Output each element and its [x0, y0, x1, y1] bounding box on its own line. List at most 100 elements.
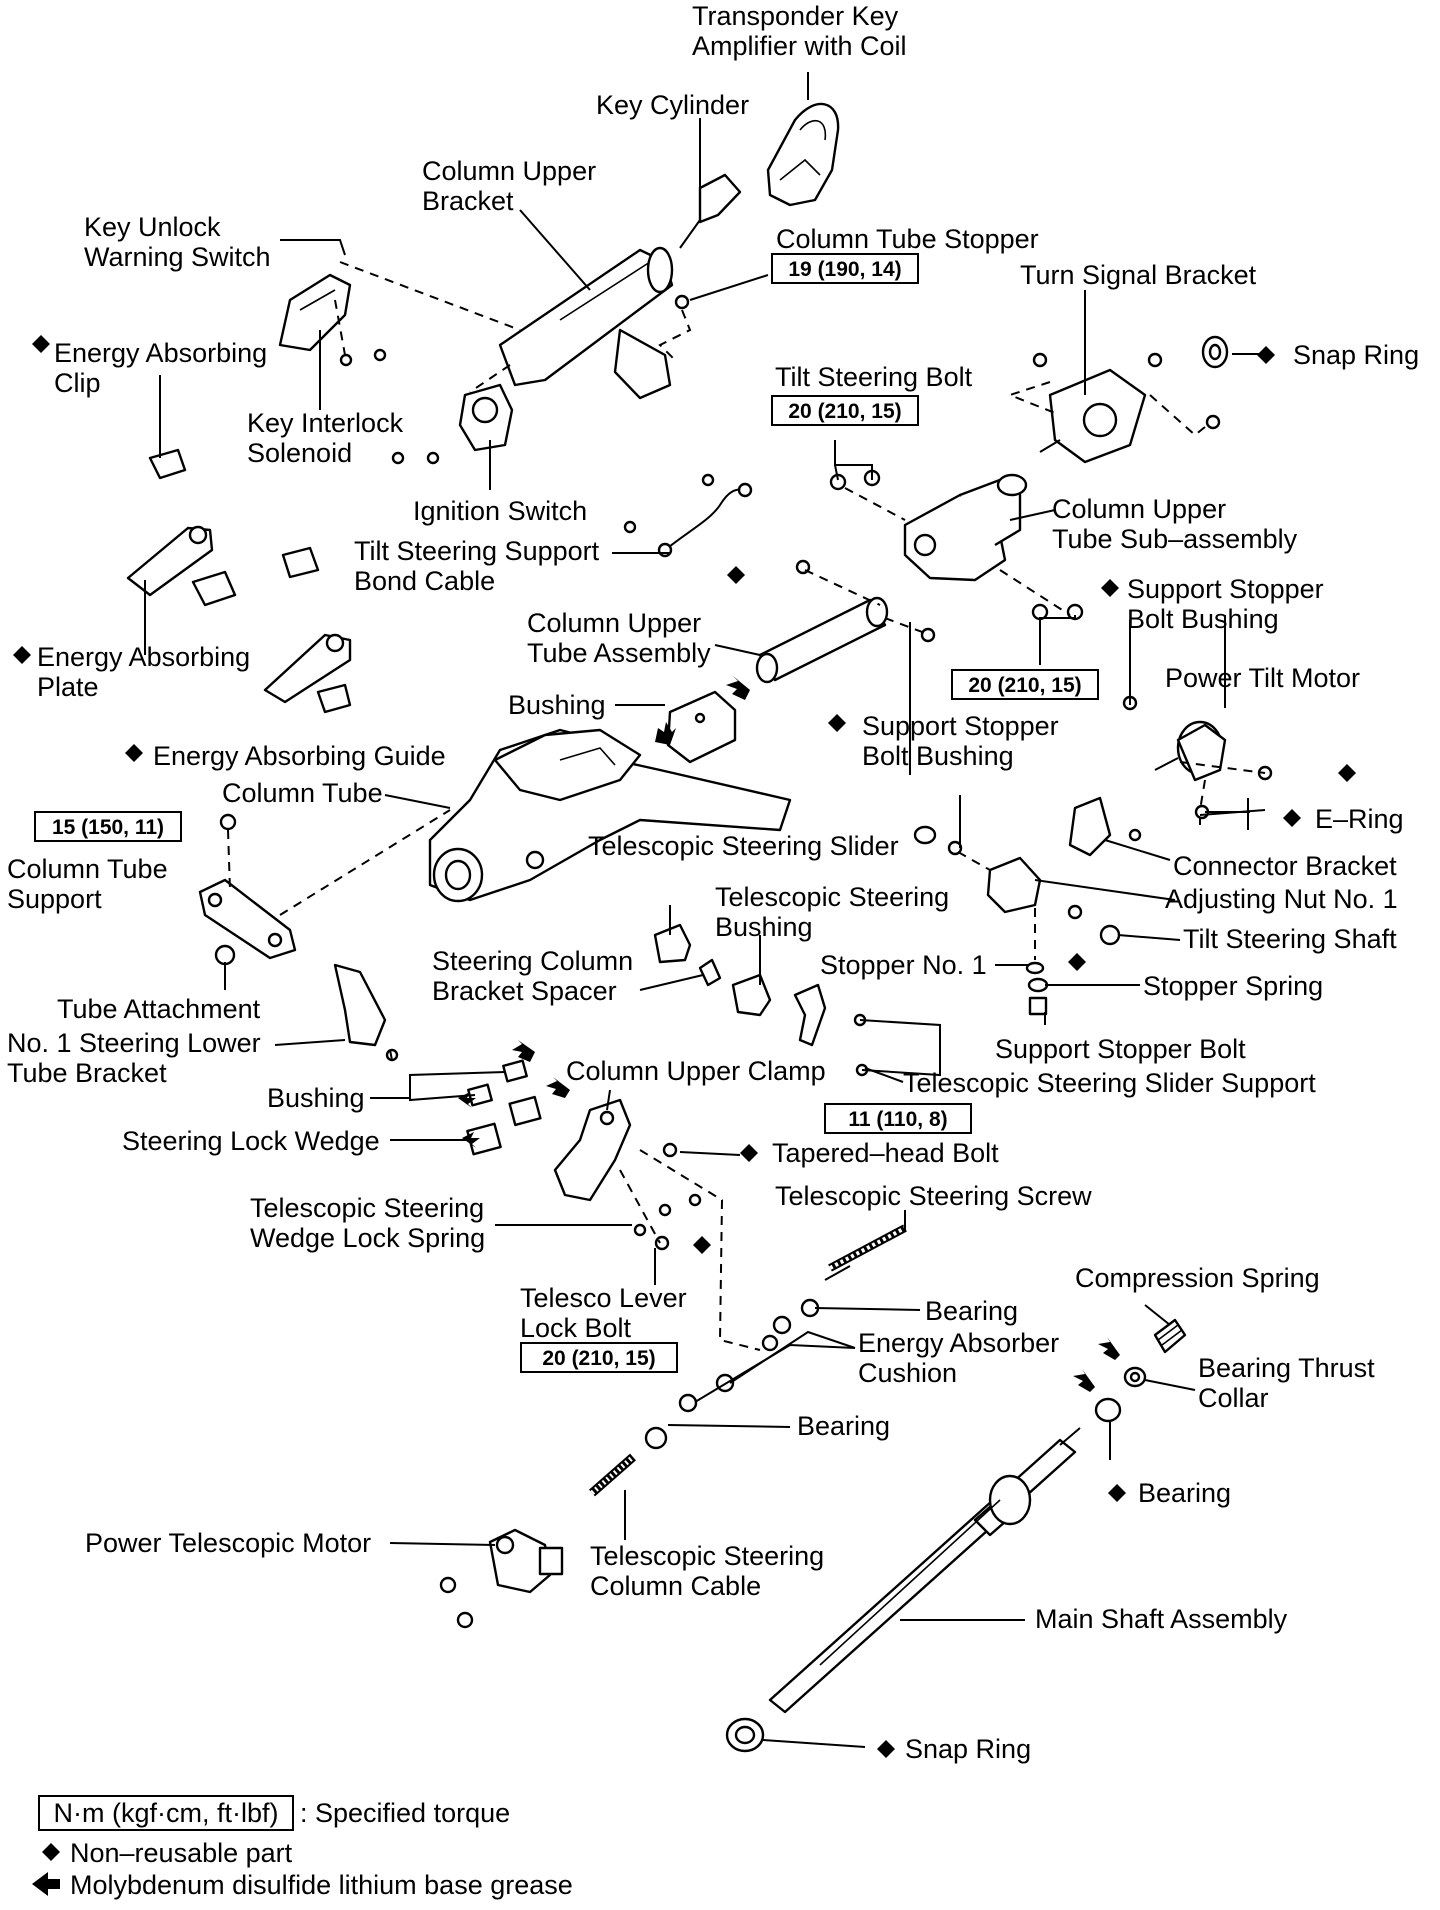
- label-stopper-spring: Stopper Spring: [1143, 971, 1323, 1001]
- label-column-cable-1: Telescopic Steering: [590, 1541, 824, 1571]
- label-key-interlock-1: Key Interlock: [247, 408, 404, 438]
- column-tube-support-part: [198, 809, 451, 960]
- label-support-stopper-right-1: Support Stopper: [1127, 574, 1324, 604]
- legend-grease-arrow-icon: [32, 1872, 60, 1896]
- main-shaft-part: [768, 1427, 1081, 1714]
- label-key-interlock-2: Solenoid: [247, 438, 352, 468]
- telescopic-screw-part: [824, 1224, 907, 1281]
- label-telescopic-slider: Telescopic Steering Slider: [588, 831, 899, 861]
- label-column-tube-support-1: Column Tube: [7, 854, 168, 884]
- connector-bracket-part: [1068, 796, 1142, 857]
- label-power-tilt-motor: Power Tilt Motor: [1165, 663, 1360, 693]
- telescopic-bushing-part: [731, 973, 772, 1017]
- label-column-tube: Column Tube: [222, 778, 383, 808]
- torque-column-tube-support: 15 (150, 11): [52, 816, 164, 839]
- label-adjusting-nut: Adjusting Nut No. 1: [1165, 884, 1398, 914]
- label-lower-tube-bracket-1: No. 1 Steering Lower: [7, 1028, 261, 1058]
- label-bearing-1: Bearing: [925, 1296, 1018, 1326]
- energy-absorbing-clip-part: [148, 448, 187, 480]
- label-telescopic-screw: Telescopic Steering Screw: [775, 1181, 1092, 1211]
- label-energy-absorbing-plate-2: Plate: [37, 672, 99, 702]
- grease-arrows: [458, 676, 1120, 1392]
- bond-cable-part: [657, 482, 753, 558]
- labels: Transponder Key Amplifier with Coil Key …: [7, 1, 1419, 1764]
- assembly-dashed-lines: [227, 261, 1266, 1351]
- bracket-spacer-part: [698, 958, 722, 987]
- label-column-upper-bracket-2: Bracket: [422, 186, 514, 216]
- bearing-right-part: [1094, 1397, 1122, 1423]
- label-column-upper-clamp: Column Upper Clamp: [566, 1056, 826, 1086]
- legend-diamond-icon: [42, 1843, 60, 1861]
- power-telescopic-motor-part: [439, 1528, 564, 1629]
- column-tube-part: [428, 728, 792, 903]
- snap-ring-top-part: [1201, 335, 1229, 369]
- label-transponder-key-1: Transponder Key: [692, 1, 899, 31]
- transponder-key-amplifier-part: [766, 102, 840, 207]
- bearing-cushion-parts: [644, 1298, 820, 1450]
- key-unlock-warning-switch-part: [278, 273, 352, 352]
- bushing-upper-part: [666, 690, 737, 764]
- label-turn-signal-bracket: Turn Signal Bracket: [1020, 260, 1257, 290]
- label-tilt-steering-shaft: Tilt Steering Shaft: [1183, 924, 1397, 954]
- label-tapered-head-bolt: Tapered–head Bolt: [772, 1138, 999, 1168]
- label-energy-absorbing-clip-1: Energy Absorbing: [54, 338, 267, 368]
- label-lower-tube-bracket-2: Tube Bracket: [7, 1058, 167, 1088]
- label-tube-attachment: Tube Attachment: [57, 994, 261, 1024]
- torque-tilt-steering-bolt: 20 (210, 15): [788, 400, 901, 423]
- label-support-stopper-mid-2: Bolt Bushing: [862, 741, 1014, 771]
- label-tilt-steering-bolt: Tilt Steering Bolt: [775, 362, 973, 392]
- label-wedge-lock-spring-1: Telescopic Steering: [250, 1193, 484, 1223]
- label-upper-tube-sub-1: Column Upper: [1052, 494, 1226, 524]
- torque-slider-support: 11 (110, 8): [848, 1108, 947, 1131]
- label-upper-tube-assembly-2: Tube Assembly: [527, 638, 711, 668]
- label-telescopic-bushing-2: Bushing: [715, 912, 813, 942]
- ignition-switch-part: [458, 383, 514, 452]
- label-support-stopper-right-2: Bolt Bushing: [1127, 604, 1279, 634]
- label-support-stopper-bolt: Support Stopper Bolt: [995, 1034, 1246, 1064]
- torque-box-telesco-lever: 20 (210, 15): [520, 1342, 678, 1373]
- label-connector-bracket: Connector Bracket: [1173, 851, 1397, 881]
- torque-box-upper-tube-sub: 20 (210, 15): [951, 669, 1099, 700]
- non-reusable-markers: [13, 335, 1356, 1758]
- label-telesco-lever-2: Lock Bolt: [520, 1313, 632, 1343]
- legend: N·m (kgf·cm, ft·lbf) : Specified torque …: [32, 1795, 573, 1900]
- label-bushing-lower: Bushing: [267, 1083, 365, 1113]
- label-stopper-no1: Stopper No. 1: [820, 950, 987, 980]
- label-e-ring: E–Ring: [1315, 804, 1404, 834]
- label-compression-spring: Compression Spring: [1075, 1263, 1320, 1293]
- telescopic-slider-part: [913, 825, 963, 856]
- stopper-parts: [1025, 961, 1049, 1016]
- label-column-tube-support-2: Support: [7, 884, 102, 914]
- compression-spring-part: [1153, 1318, 1187, 1354]
- label-bond-cable-2: Bond Cable: [354, 566, 495, 596]
- bushing-lower-part: [466, 1059, 542, 1156]
- label-energy-absorber-1: Energy Absorber: [858, 1328, 1059, 1358]
- label-telesco-lever-1: Telesco Lever: [520, 1283, 687, 1313]
- label-energy-absorber-2: Cushion: [858, 1358, 957, 1388]
- torque-box-tilt-steering-bolt: 20 (210, 15): [771, 395, 919, 426]
- torque-upper-tube-sub: 20 (210, 15): [968, 674, 1081, 697]
- label-upper-tube-sub-2: Tube Sub–assembly: [1052, 524, 1298, 554]
- label-power-telescopic-motor: Power Telescopic Motor: [85, 1528, 371, 1558]
- power-tilt-motor-part: [1154, 720, 1273, 820]
- label-thrust-collar-2: Collar: [1198, 1383, 1269, 1413]
- label-bearing-2: Bearing: [797, 1411, 890, 1441]
- label-wedge-lock-spring-2: Wedge Lock Spring: [250, 1223, 485, 1253]
- label-ignition-switch: Ignition Switch: [413, 496, 587, 526]
- label-column-tube-stopper: Column Tube Stopper: [776, 224, 1039, 254]
- lower-tube-bracket-part: [333, 963, 399, 1062]
- legend-torque-unit: N·m (kgf·cm, ft·lbf): [54, 1798, 279, 1828]
- label-key-cylinder: Key Cylinder: [596, 90, 749, 120]
- column-upper-tube-sub-assembly-part: [903, 473, 1028, 582]
- label-upper-tube-assembly-1: Column Upper: [527, 608, 701, 638]
- label-energy-absorbing-plate-1: Energy Absorbing: [37, 642, 250, 672]
- label-bushing-upper: Bushing: [508, 690, 606, 720]
- legend-grease: Molybdenum disulfide lithium base grease: [70, 1870, 573, 1900]
- label-bracket-spacer-2: Bracket Spacer: [432, 976, 617, 1006]
- label-energy-absorbing-guide: Energy Absorbing Guide: [153, 741, 446, 771]
- label-energy-absorbing-clip-2: Clip: [54, 368, 101, 398]
- column-upper-tube-assembly-part: [755, 596, 889, 684]
- torque-box-column-tube-support: 15 (150, 11): [34, 811, 182, 842]
- label-bearing-3: Bearing: [1138, 1478, 1231, 1508]
- label-column-cable-2: Column Cable: [590, 1571, 761, 1601]
